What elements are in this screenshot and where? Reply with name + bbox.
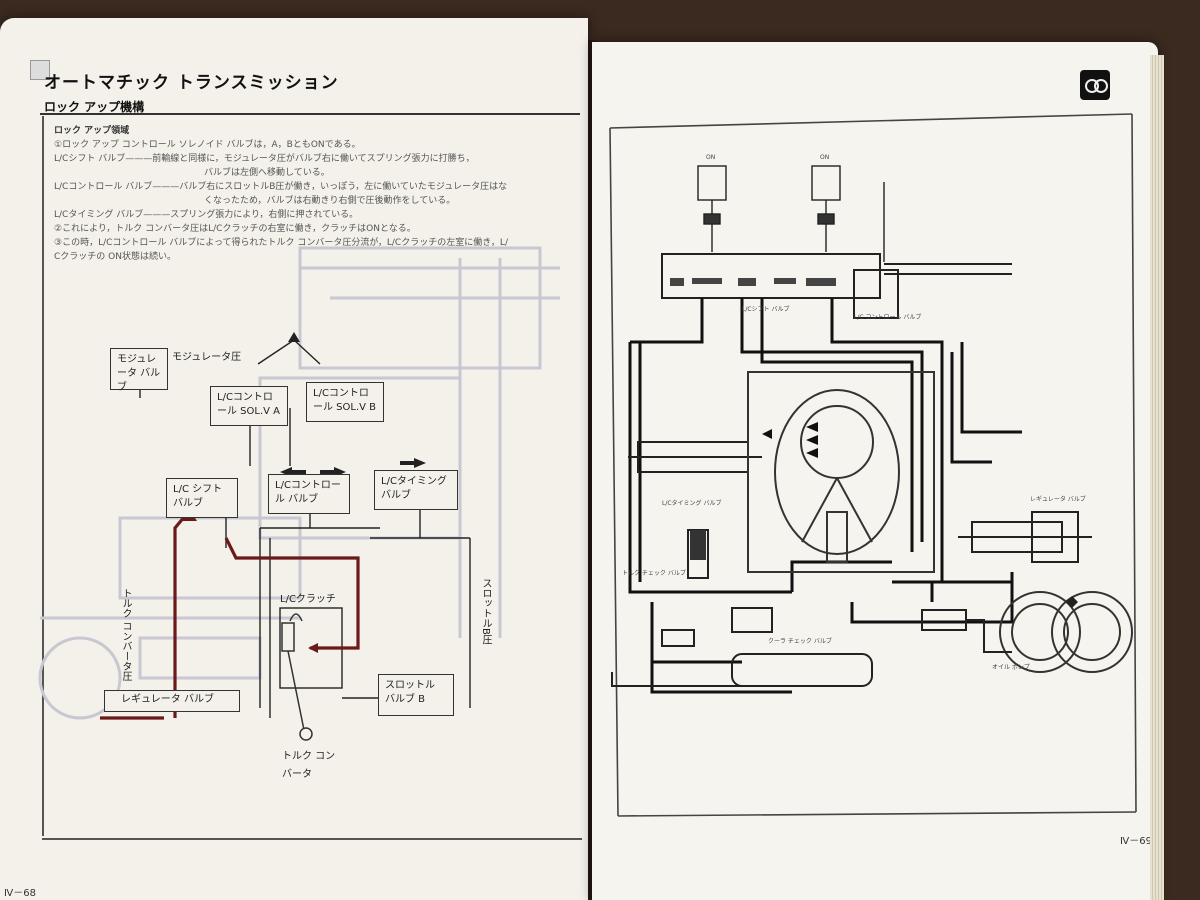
regulator-valve-label: レギュレータ バルブ	[1030, 496, 1086, 503]
box-label: L/Cコントロール SOL.V A	[217, 392, 281, 417]
frame-left-rule	[42, 116, 44, 836]
control-valve-label: L/C コントロール バルブ	[854, 314, 922, 321]
hydraulic-circuit-diagram	[609, 113, 1137, 817]
text-line: L/Cコントロール バルブ———バルブ右にスロットルB圧が働き，いっぽう，左に働…	[54, 182, 508, 192]
lockup-circuit-diagram	[38, 246, 560, 741]
oil-pump	[999, 591, 1133, 673]
text-line: ③この時，L/Cコントロール バルブによって得られたトルク コンバータ圧分流が，…	[54, 238, 508, 248]
check-valve-label: トルク チェック バルブ	[622, 570, 686, 577]
control-valve-box: L/Cコントロール バルブ	[268, 474, 350, 514]
text-line: ②これにより，トルク コンバータ圧はL/Cクラッチの右室に働き，クラッチはONと…	[54, 224, 416, 234]
regulator-valve-box: レギュレータ バルブ	[104, 690, 240, 712]
text-line: くなったため，バルブは右動きり右側で圧後動作をしている。	[204, 196, 456, 206]
modulator-pressure-label: モジュレータ圧	[172, 352, 242, 363]
text-line: L/Cタイミング バルブ———スプリング張力により，右側に押されている。	[54, 210, 359, 220]
section-heading: ロック アップ機構	[44, 100, 145, 114]
page-number: Ⅳ－68	[4, 888, 36, 899]
box-label: レギュレータ バルブ	[121, 694, 214, 705]
oil-pump-label: オイル ポンプ	[992, 664, 1030, 671]
section-rule	[40, 113, 580, 115]
torque-converter-pressure-label: トルク コンバータ圧	[120, 588, 131, 682]
text-line: Cクラッチの ON状態は続い。	[54, 252, 176, 262]
box-label: L/Cコントロール バルブ	[275, 480, 341, 505]
clutch-label: L/Cクラッチ	[280, 594, 336, 605]
shift-valve-label: L/Cシフト バルブ	[742, 306, 790, 313]
throttle-valve-b-box: スロットル バルブ B	[378, 674, 454, 716]
torque-converter-label: トルク コンバータ	[282, 751, 336, 780]
page-title: オートマチック トランスミッション	[44, 73, 339, 93]
timing-valve-box: L/Cタイミング バルブ	[374, 470, 458, 510]
solv-a-box: L/Cコントロール SOL.V A	[210, 386, 288, 426]
title-marker	[30, 60, 50, 80]
modulator-valve-box: モジュレータ バルブ	[110, 348, 168, 393]
shift-valve-box: L/C シフト バルブ	[166, 478, 238, 518]
on-b-label: ON	[820, 154, 830, 161]
right-page: ON ON L/Cシフト バルブ L/C コントロール バルブ L/Cタイミング…	[592, 42, 1158, 900]
page-number: Ⅳ－69	[1120, 836, 1152, 847]
arrow-head	[308, 643, 318, 653]
box-label: L/C シフト バルブ	[173, 484, 223, 509]
throttle-b-pressure-label: スロットルB圧	[480, 578, 491, 645]
box-label: スロットル バルブ B	[385, 680, 435, 705]
section-icon	[1080, 70, 1110, 100]
subsection-heading: ロック アップ領域	[54, 126, 130, 136]
box-label: モジュレータ バルブ	[117, 354, 161, 393]
text-line: ①ロック アップ コントロール ソレノイド バルブは，A，BともONである。	[54, 140, 361, 150]
left-page: オートマチック トランスミッション ロック アップ機構 ロック アップ領域 ①ロ…	[0, 18, 588, 900]
frame-bottom-rule	[42, 838, 582, 840]
cooler-check-valve-label: クーラ チェック バルブ	[768, 638, 832, 645]
timing-valve-label: L/Cタイミング バルブ	[662, 500, 722, 507]
box-label: L/Cコントロール SOL.V B	[313, 388, 377, 413]
page-edges	[1150, 55, 1164, 900]
on-a-label: ON	[706, 154, 716, 161]
body-text: ロック アップ領域 ①ロック アップ コントロール ソレノイド バルブは，A，B…	[54, 124, 564, 264]
text-line: バルブは左側へ移動している。	[204, 168, 330, 178]
box-label: L/Cタイミング バルブ	[381, 476, 447, 501]
text-line: L/Cシフト バルブ———前輸線と同様に，モジュレータ圧がバルブ右に働いてスプリ…	[54, 154, 475, 164]
solv-b-box: L/Cコントロール SOL.V B	[306, 382, 384, 422]
